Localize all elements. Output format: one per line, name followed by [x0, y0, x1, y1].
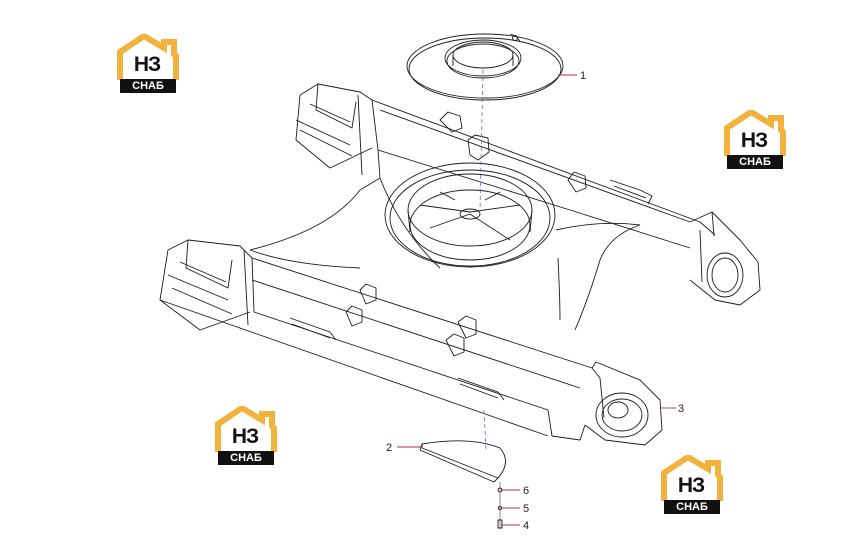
cover-plate-part-2: [419, 440, 506, 483]
callout-5: 5: [523, 503, 529, 515]
logo-word: СНАБ: [727, 155, 783, 169]
watermark-logo-top-left: НЗ СНАБ: [116, 34, 180, 96]
callout-1: 1: [580, 70, 586, 82]
callout-2: 2: [386, 442, 392, 454]
watermark-logo-bottom-right: НЗ СНАБ: [660, 455, 724, 517]
logo-word: СНАБ: [664, 500, 720, 514]
callout-3: 3: [678, 403, 684, 415]
house-logo-icon: [661, 455, 723, 501]
logo-letters: НЗ: [231, 425, 259, 448]
logo-letters: НЗ: [677, 474, 705, 497]
seal-ring-part-1: [406, 33, 564, 101]
logo-word: СНАБ: [120, 79, 176, 93]
house-logo-icon: [724, 110, 786, 156]
callout-4: 4: [523, 520, 529, 532]
logo-letters: НЗ: [740, 129, 768, 152]
logo-word: СНАБ: [218, 451, 274, 465]
house-logo-icon: [215, 406, 277, 452]
watermark-logo-top-right: НЗ СНАБ: [723, 110, 787, 172]
house-logo-icon: [117, 34, 179, 80]
leader-lines: [397, 74, 676, 526]
logo-letters: НЗ: [133, 53, 161, 76]
track-frame-part-3: [159, 83, 761, 446]
callout-6: 6: [523, 485, 529, 497]
watermark-logo-bottom-left: НЗ СНАБ: [214, 406, 278, 468]
assembly-axis: [479, 69, 487, 451]
